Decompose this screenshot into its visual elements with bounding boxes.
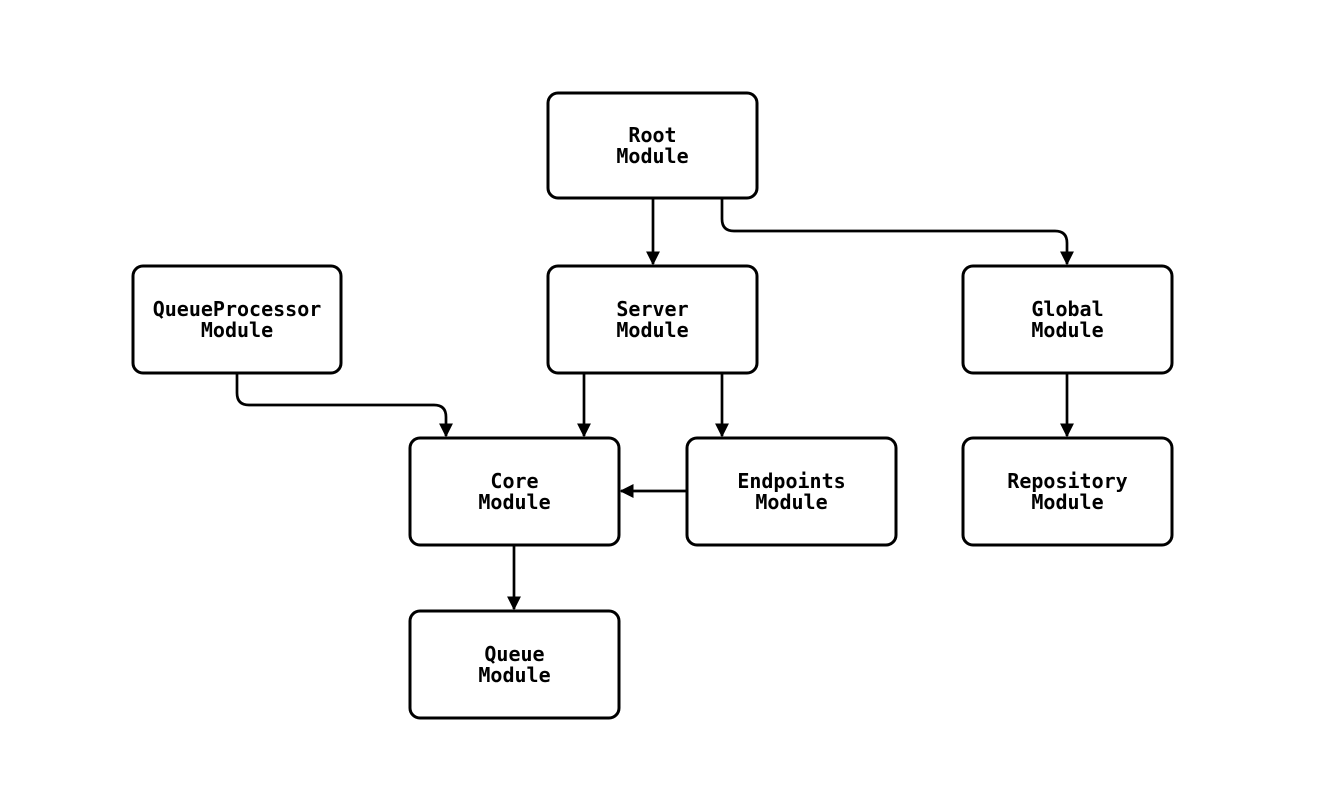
- node-server-box: [546, 264, 759, 375]
- edge-root-to-global: [720, 198, 1074, 266]
- edge-queueprocessor-to-core: [235, 373, 453, 438]
- node-repository-box: [961, 436, 1174, 547]
- node-core-box: [408, 436, 621, 547]
- node-endpoints-box: [685, 436, 898, 547]
- node-queueprocessor-box: [131, 264, 343, 375]
- node-queue-box: [408, 609, 621, 720]
- node-global-box: [961, 264, 1174, 375]
- edges-layer: [235, 198, 1074, 611]
- node-root-box: [546, 91, 759, 200]
